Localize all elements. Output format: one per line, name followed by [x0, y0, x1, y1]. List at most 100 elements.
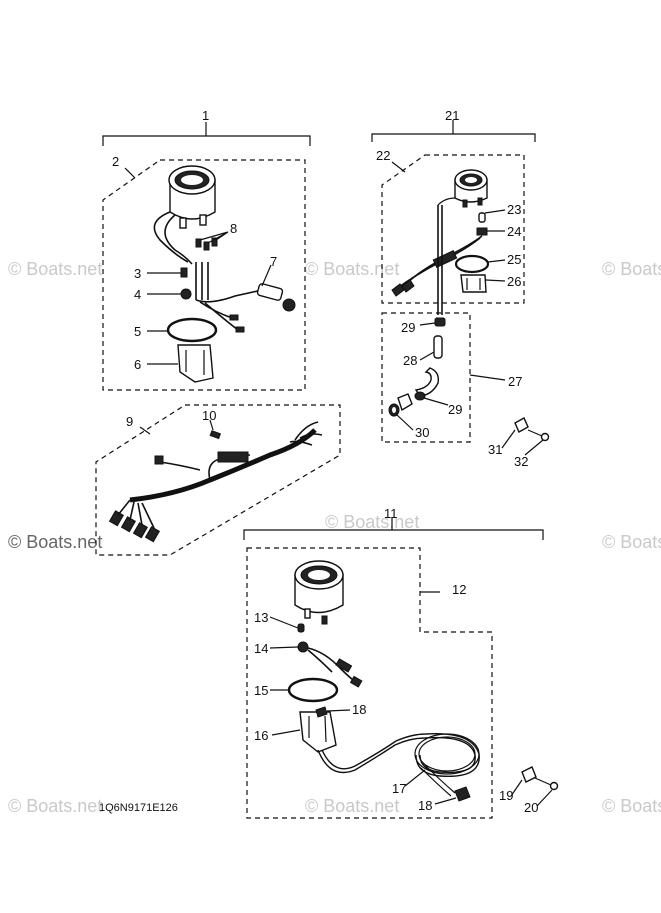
label-29-bottom: 29 [448, 402, 462, 417]
part-8-terminals [195, 237, 218, 251]
part-32-screw [540, 432, 550, 442]
assembly-1 [102, 122, 311, 391]
label-28: 28 [403, 353, 417, 368]
label-27: 27 [508, 374, 522, 389]
leader-27 [469, 374, 506, 381]
label-30: 30 [415, 425, 429, 440]
label-26: 26 [507, 274, 521, 289]
label-16: 16 [254, 728, 268, 743]
assembly-9 [95, 404, 341, 556]
parts-19-20 [510, 766, 559, 807]
part-29-top [434, 317, 446, 327]
leader-26 [485, 279, 506, 282]
leader-18b [434, 797, 457, 805]
leader-23 [484, 209, 506, 214]
part-4 [180, 288, 192, 300]
part-18-clip-a [315, 706, 328, 718]
wire-22-end-2 [401, 279, 415, 293]
label-19: 19 [499, 788, 513, 803]
watermark-7: © Boats.net [8, 796, 102, 816]
part-24 [476, 227, 488, 236]
leader-13 [269, 616, 299, 629]
label-12: 12 [452, 582, 466, 597]
leader-2 [124, 167, 136, 179]
label-18-a: 18 [352, 702, 366, 717]
leader-20 [536, 789, 553, 807]
leader-30 [395, 413, 414, 431]
leader-28 [419, 351, 435, 361]
part-18-clip-b [454, 786, 471, 802]
part-14-end [349, 675, 363, 688]
watermark-8: © Boats.net [305, 796, 399, 816]
part-16-bracket [299, 711, 337, 753]
part-7-harness [195, 289, 263, 303]
part-7-switch-knob [282, 298, 296, 312]
part-16-slots [308, 715, 327, 743]
bracket-21 [371, 133, 536, 142]
harness-9-trunk [129, 428, 317, 503]
label-6: 6 [134, 357, 141, 372]
gauge-2 [168, 165, 216, 229]
part-7-leads [195, 262, 209, 300]
part-27-fitting [397, 393, 413, 412]
label-25: 25 [507, 252, 521, 267]
leader-16 [271, 729, 301, 736]
part-15-ring [287, 677, 339, 703]
label-2: 2 [112, 154, 119, 169]
part-19-clip [521, 766, 537, 783]
label-8: 8 [230, 221, 237, 236]
part-17-tube [317, 732, 480, 797]
label-4: 4 [134, 287, 141, 302]
watermark-3: © Boats.net [602, 259, 661, 279]
part-7-harness-2 [199, 301, 233, 319]
tube-27-top [437, 197, 456, 206]
harness-9-leads [117, 499, 155, 529]
watermark-5: © Boats.net [325, 512, 419, 532]
bracket-1 [102, 135, 311, 146]
leader-14 [269, 646, 299, 649]
label-15: 15 [254, 683, 268, 698]
leader-25 [487, 259, 506, 263]
group-27-outline [381, 312, 471, 443]
label-24: 24 [507, 224, 521, 239]
part-5-ring [166, 317, 218, 343]
label-13: 13 [254, 610, 268, 625]
label-18-b: 18 [418, 798, 432, 813]
leader-18a [326, 709, 351, 712]
part-30-washer-hole [392, 407, 396, 413]
part-7-connector-a [229, 314, 239, 321]
group-22-outline [381, 154, 525, 304]
label-29-top: 29 [401, 320, 415, 335]
leader-10 [209, 419, 214, 431]
leader-32 [524, 439, 544, 456]
gauge-2-wire [153, 211, 189, 263]
part-23 [478, 212, 486, 223]
watermarks: © Boats.net © Boats.net © Boats.net © Bo… [8, 259, 661, 816]
leader-22 [391, 161, 406, 173]
label-9: 9 [126, 414, 133, 429]
watermark-4: © Boats.net [8, 532, 102, 552]
group-2-outline [102, 159, 306, 391]
label-20: 20 [524, 800, 538, 815]
gauge-12 [294, 560, 344, 625]
watermark-6: © Boats.net [602, 532, 661, 552]
watermark-1: © Boats.net [8, 259, 102, 279]
label-10: 10 [202, 408, 216, 423]
part-20-screw [549, 781, 559, 791]
label-14: 14 [254, 641, 268, 656]
label-3: 3 [134, 266, 141, 281]
bracket-11 [243, 529, 544, 540]
assembly-11 [243, 518, 544, 819]
part-14-sleeve [335, 658, 353, 673]
label-31: 31 [488, 442, 502, 457]
gauge-2-wire-2 [164, 214, 193, 265]
wire-22-sleeve [432, 250, 458, 268]
harness-9-plug-1 [154, 455, 164, 465]
leader-17 [404, 769, 426, 787]
part-32-shank [527, 429, 543, 437]
part-14 [297, 641, 309, 653]
part-7-switch-body [256, 283, 284, 301]
label-11: 11 [384, 506, 398, 521]
harness-9-connectors [108, 510, 161, 543]
